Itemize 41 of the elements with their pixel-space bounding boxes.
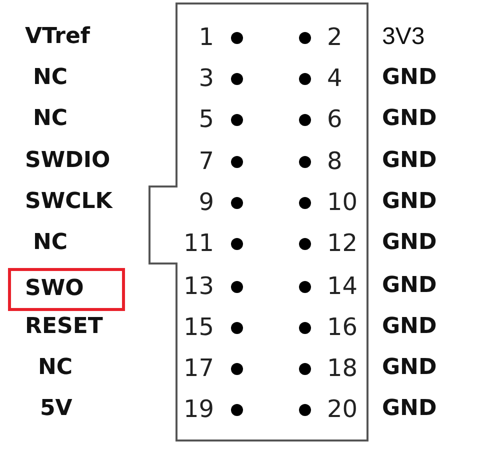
- signal-name: GND: [382, 65, 437, 91]
- pin-number: 14: [327, 272, 358, 300]
- highlight-box: [8, 268, 125, 311]
- signal-name: GND: [382, 106, 437, 132]
- pin-number: 1: [198, 23, 214, 51]
- signal-name: GND: [382, 230, 437, 256]
- signal-name: RESET: [25, 314, 103, 340]
- pin-number: 5: [198, 105, 214, 133]
- pin-number: 16: [327, 313, 358, 341]
- pin-number: 2: [327, 23, 342, 51]
- pin-number: 17: [183, 354, 214, 382]
- signal-name: GND: [382, 396, 437, 422]
- pin-number: 13: [183, 272, 214, 300]
- signal-name: NC: [33, 230, 68, 256]
- signal-name: SWCLK: [25, 189, 112, 215]
- pin-number: 20: [327, 395, 358, 423]
- signal-name: VTref: [25, 24, 90, 50]
- signal-name: GND: [382, 148, 437, 174]
- signal-name: SWO: [25, 276, 84, 302]
- pin-number: 4: [327, 64, 342, 92]
- pin-number: 12: [327, 229, 358, 257]
- pin-number: 6: [327, 105, 342, 133]
- signal-name: NC: [33, 65, 68, 91]
- signal-name: SWDIO: [25, 148, 110, 174]
- pin-number: 3: [198, 64, 214, 92]
- pin-number: 19: [183, 395, 214, 423]
- pin-number: 11: [183, 229, 214, 257]
- pin-number: 8: [327, 147, 342, 175]
- pin-number: 9: [198, 188, 214, 216]
- signal-name: GND: [382, 355, 437, 381]
- pin-number: 18: [327, 354, 358, 382]
- signal-name: 3V3: [382, 24, 425, 50]
- signal-name: GND: [382, 314, 437, 340]
- signal-name: NC: [38, 355, 73, 381]
- pin-number: 7: [198, 147, 214, 175]
- signal-name: 5V: [40, 396, 72, 422]
- pin-number: 15: [183, 313, 214, 341]
- signal-name: GND: [382, 189, 437, 215]
- pin-number: 10: [327, 188, 358, 216]
- signal-name: NC: [33, 106, 68, 132]
- signal-name: GND: [382, 273, 437, 299]
